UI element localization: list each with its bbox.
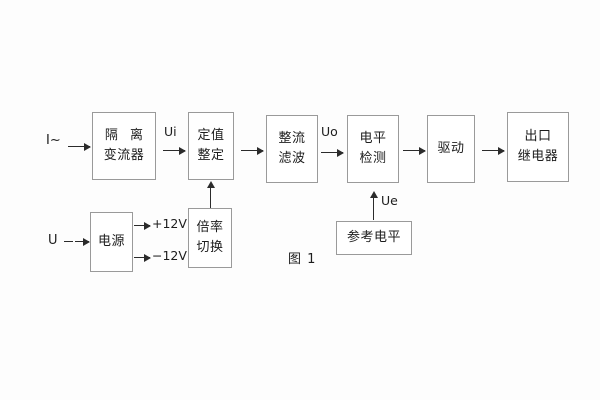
arrow-multiplier-to-setting bbox=[206, 181, 215, 208]
block-power-supply-line-1: 电源 bbox=[97, 233, 125, 249]
arrow-rectify-to-level-detection bbox=[321, 148, 344, 157]
block-isolation-transformer-line-1: 隔 离 bbox=[104, 127, 148, 143]
block-multiplier-switch: 倍率 切换 bbox=[188, 208, 232, 268]
arrow-level-detection-to-drive bbox=[403, 146, 426, 155]
block-rectify-filter: 整流 滤波 bbox=[266, 115, 318, 183]
block-rectify-filter-line-2: 滤波 bbox=[278, 151, 306, 166]
rail-negative-label: −12V bbox=[152, 248, 187, 263]
signal-ue-label: Ue bbox=[381, 193, 398, 208]
block-output-relay-line-2: 继电器 bbox=[517, 149, 559, 164]
block-drive: 驱动 bbox=[427, 115, 475, 183]
block-setting-adjustment-line-1: 定值 bbox=[197, 127, 225, 143]
arrow-current-to-isolation bbox=[68, 142, 91, 151]
block-output-relay: 出口 继电器 bbox=[507, 112, 569, 182]
block-setting-adjustment: 定值 整定 bbox=[188, 112, 234, 180]
block-multiplier-switch-line-1: 倍率 bbox=[196, 219, 224, 235]
signal-ui-label: Ui bbox=[164, 124, 177, 139]
block-setting-adjustment-line-2: 整定 bbox=[197, 148, 225, 163]
block-reference-level: 参考电平 bbox=[336, 221, 412, 255]
block-drive-line-1: 驱动 bbox=[437, 140, 465, 156]
arrow-drive-to-output-relay bbox=[482, 146, 505, 155]
block-output-relay-line-1: 出口 bbox=[524, 128, 552, 144]
block-isolation-transformer: 隔 离 变流器 bbox=[92, 112, 156, 180]
block-multiplier-switch-line-2: 切换 bbox=[196, 240, 224, 255]
arrow-rail-negative bbox=[134, 253, 151, 262]
block-reference-level-line-1: 参考电平 bbox=[346, 229, 401, 245]
current-input-label: I~ bbox=[46, 133, 61, 148]
block-level-detection-line-2: 检测 bbox=[359, 151, 387, 166]
arrow-reference-to-level-detection bbox=[369, 191, 378, 220]
voltage-input-lead bbox=[64, 241, 73, 242]
block-rectify-filter-line-1: 整流 bbox=[278, 130, 306, 146]
block-level-detection: 电平 检测 bbox=[347, 115, 399, 183]
arrow-isolation-to-setting bbox=[163, 146, 186, 155]
arrow-setting-to-rectify bbox=[241, 146, 264, 155]
block-isolation-transformer-line-2: 变流器 bbox=[103, 148, 145, 163]
block-power-supply: 电源 bbox=[90, 212, 133, 272]
rail-positive-label: +12V bbox=[152, 216, 187, 231]
signal-uo-label: Uo bbox=[321, 124, 338, 139]
block-level-detection-line-1: 电平 bbox=[359, 130, 387, 146]
arrow-voltage-to-power-supply bbox=[75, 237, 90, 246]
voltage-input-label: U bbox=[48, 233, 58, 248]
arrow-rail-positive bbox=[134, 221, 151, 230]
figure-caption: 图 1 bbox=[288, 252, 317, 267]
